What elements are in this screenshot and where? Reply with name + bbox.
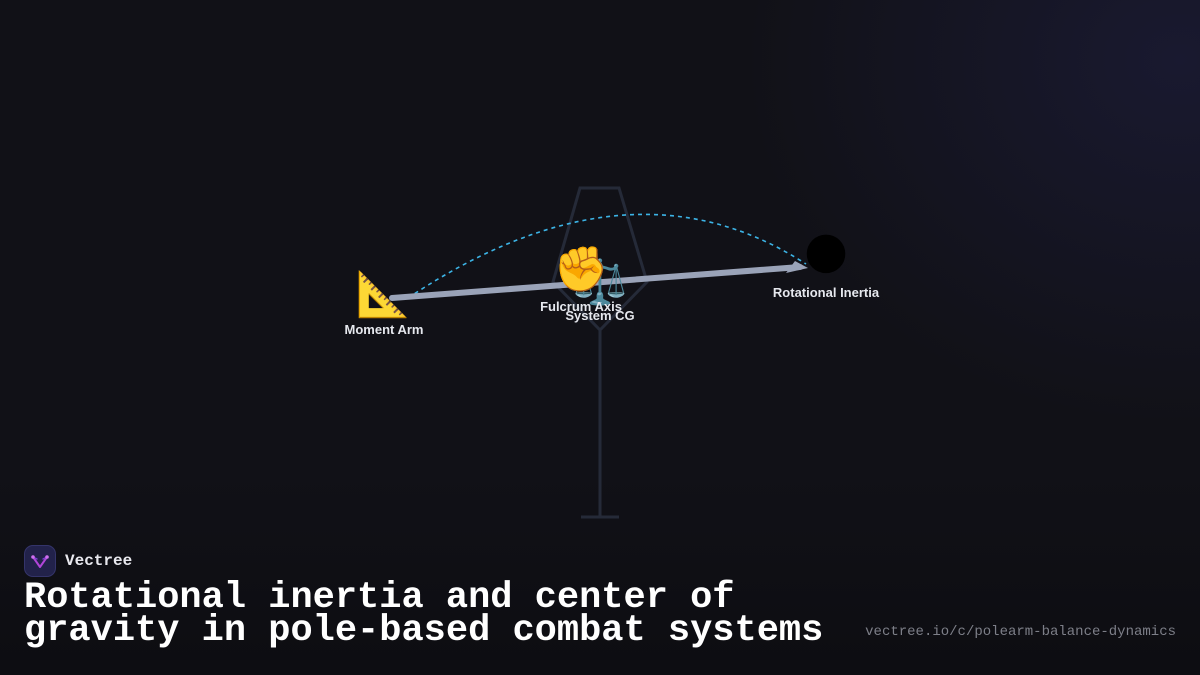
triangular-ruler-icon: 📐 [356,269,411,320]
node-rotational-inertia: 🌑 Rotational Inertia [773,230,880,300]
title-line-2: gravity in pole-based combat systems [24,610,824,652]
brand-name: Vectree [65,552,133,570]
stand-frame [551,186,649,333]
raised-fist-icon: ✊ [554,244,609,295]
arm-arrowhead [786,261,808,273]
vectree-logo-icon [24,545,56,577]
source-url: vectree.io/c/polearm-balance-dynamics [865,624,1176,640]
logo-mark [31,555,49,568]
node-moment-arm: 📐 Moment Arm [345,269,424,337]
brand: Vectree [24,544,132,578]
page-title: Rotational inertia and center of gravity… [24,577,854,652]
balance-scale-icon: ⚖️ [573,257,628,308]
moment-arm-label: Moment Arm [345,322,424,337]
rotational-inertia-label: Rotational Inertia [773,285,880,300]
balance-stand [551,186,649,519]
moment-arm-bar [389,264,803,301]
rotation-arc [407,213,807,299]
node-fulcrum-axis: ✊ Fulcrum Axis [540,244,622,314]
fulcrum-axis-label: Fulcrum Axis [540,299,622,314]
new-moon-face-icon: 🌑 [803,230,849,281]
system-cg-label: System CG [565,308,634,323]
title-line-1: Rotational inertia and center of [24,577,735,619]
node-system-cg: ⚖️ System CG [565,257,634,323]
